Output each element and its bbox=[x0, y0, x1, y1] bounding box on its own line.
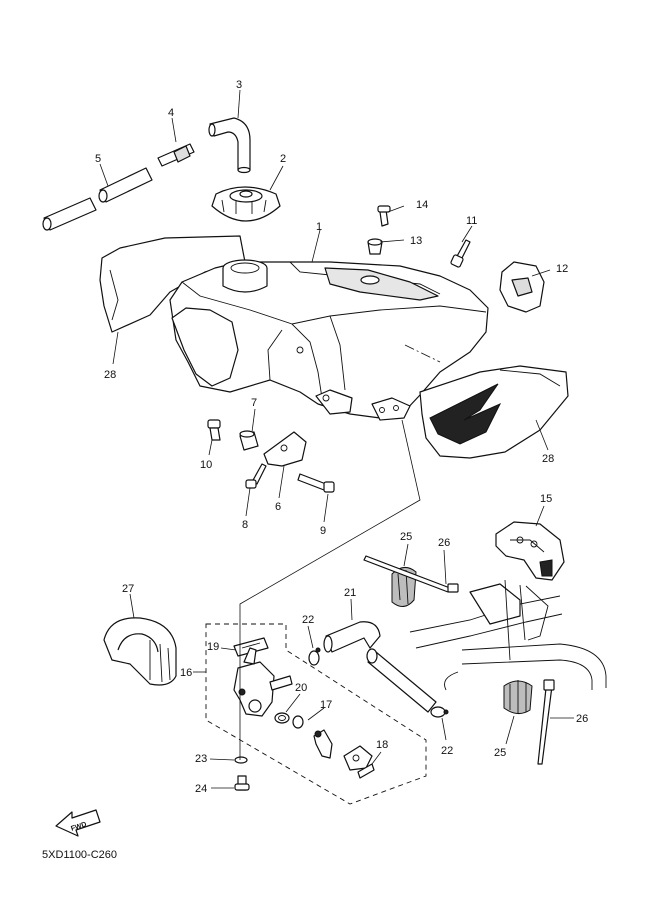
callout-9: 9 bbox=[320, 525, 326, 537]
callout-27: 27 bbox=[122, 583, 134, 595]
callout-25-lower: 25 bbox=[494, 747, 506, 759]
fuel-cock-16 bbox=[205, 623, 427, 805]
fuel-tank bbox=[99, 235, 489, 421]
callout-1: 1 bbox=[316, 221, 322, 233]
band-12 bbox=[499, 261, 545, 313]
right-shroud bbox=[419, 365, 569, 459]
clip-25-lower bbox=[503, 680, 533, 714]
callout-21: 21 bbox=[344, 587, 356, 599]
callout-28-left: 28 bbox=[104, 369, 116, 381]
callout-22-lower: 22 bbox=[441, 745, 453, 757]
damper-13 bbox=[367, 238, 383, 255]
callout-4: 4 bbox=[168, 107, 174, 119]
callout-25-upper: 25 bbox=[400, 531, 412, 543]
hose-5 bbox=[42, 167, 153, 231]
callout-15: 15 bbox=[540, 493, 552, 505]
callout-17: 17 bbox=[320, 699, 332, 711]
callout-24: 24 bbox=[195, 783, 207, 795]
callout-2: 2 bbox=[280, 153, 286, 165]
callout-8: 8 bbox=[242, 519, 248, 531]
callout-19: 19 bbox=[207, 641, 219, 653]
cable-tie-26-upper bbox=[363, 555, 459, 593]
callout-18: 18 bbox=[376, 739, 388, 751]
fwd-label: FWD bbox=[70, 821, 87, 833]
fuel-hose-21 bbox=[323, 621, 437, 713]
bolt-10 bbox=[207, 419, 221, 441]
fuel-cap-2 bbox=[211, 186, 281, 222]
callout-11: 11 bbox=[466, 215, 477, 227]
clip-27 bbox=[103, 617, 177, 686]
clamp-22-upper bbox=[308, 647, 321, 666]
callouts: 1 2 3 4 5 6 7 8 9 10 11 12 13 14 15 16 1… bbox=[95, 79, 588, 795]
callout-20: 20 bbox=[295, 682, 307, 694]
callout-14: 14 bbox=[416, 199, 428, 211]
joint-4 bbox=[157, 143, 195, 167]
bolt-11 bbox=[450, 239, 471, 268]
callout-26-lower: 26 bbox=[576, 713, 588, 725]
frame bbox=[409, 579, 607, 691]
breather-hose-3 bbox=[208, 117, 251, 174]
screw-14 bbox=[377, 205, 391, 227]
callout-3: 3 bbox=[236, 79, 242, 91]
callout-6: 6 bbox=[275, 501, 281, 513]
bracket-6 bbox=[263, 431, 307, 467]
bolt-9 bbox=[297, 473, 335, 493]
callout-22-upper: 22 bbox=[302, 614, 314, 626]
diagram-code: 5XD1100-C260 bbox=[42, 849, 117, 861]
callout-10: 10 bbox=[200, 459, 212, 471]
bolt-8 bbox=[245, 463, 267, 489]
callout-26-upper: 26 bbox=[438, 537, 450, 549]
band-15 bbox=[495, 521, 565, 581]
callout-13: 13 bbox=[410, 235, 422, 247]
leader-lines bbox=[99, 89, 574, 789]
callout-5: 5 bbox=[95, 153, 101, 165]
callout-12: 12 bbox=[556, 263, 568, 275]
collar-7 bbox=[239, 430, 259, 451]
callout-28-right: 28 bbox=[542, 453, 554, 465]
callout-23: 23 bbox=[195, 753, 207, 765]
fwd-arrow-icon: FWD bbox=[55, 809, 101, 837]
clamp-22-lower bbox=[430, 706, 449, 718]
callout-16: 16 bbox=[180, 667, 192, 679]
cable-tie-26-lower bbox=[537, 679, 555, 765]
callout-7: 7 bbox=[251, 397, 257, 409]
